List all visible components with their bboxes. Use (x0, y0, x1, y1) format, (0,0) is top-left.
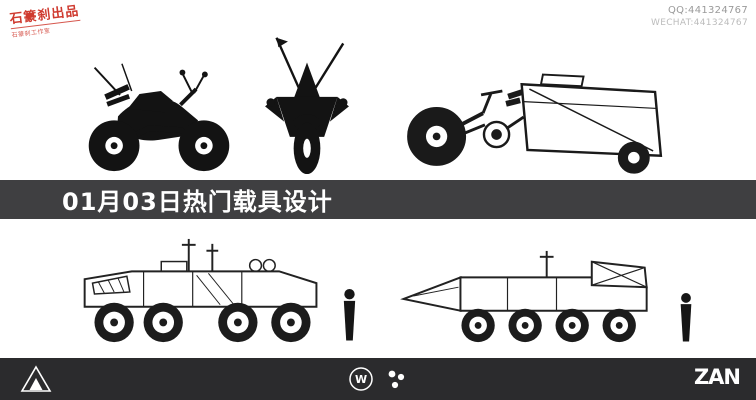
motorcycle-side-illustration (88, 63, 230, 172)
triangle-logo-icon (20, 365, 52, 392)
cargo-trike-illustration (407, 73, 663, 174)
title-banner: 01月03日热门载具设计 (0, 180, 756, 219)
w-monogram-icon: W (349, 367, 373, 391)
human-scale-figure (680, 293, 692, 342)
six-wheel-rover-illustration (83, 238, 318, 343)
footer-bar: W ZAN (0, 358, 756, 400)
artist-seal: 石籇刹出品 石籇刹工作室 (8, 0, 82, 40)
human-scale-figure (343, 289, 356, 341)
watermark-qq: QQ:441324767 (668, 5, 748, 16)
watermark: QQ:441324767 WECHAT:441324767 (651, 5, 748, 29)
footer-center-logos: W (348, 358, 408, 400)
banner-title: 01月03日热门载具设计 (62, 188, 333, 216)
w-monogram-letter: W (355, 373, 367, 386)
brand-logo-text: ZAN (693, 365, 741, 389)
motorcycle-front-illustration (265, 37, 349, 175)
watermark-wechat: WECHAT:441324767 (651, 17, 748, 28)
armored-rover-illustration (400, 250, 648, 343)
dot-cluster-icon (388, 370, 405, 389)
